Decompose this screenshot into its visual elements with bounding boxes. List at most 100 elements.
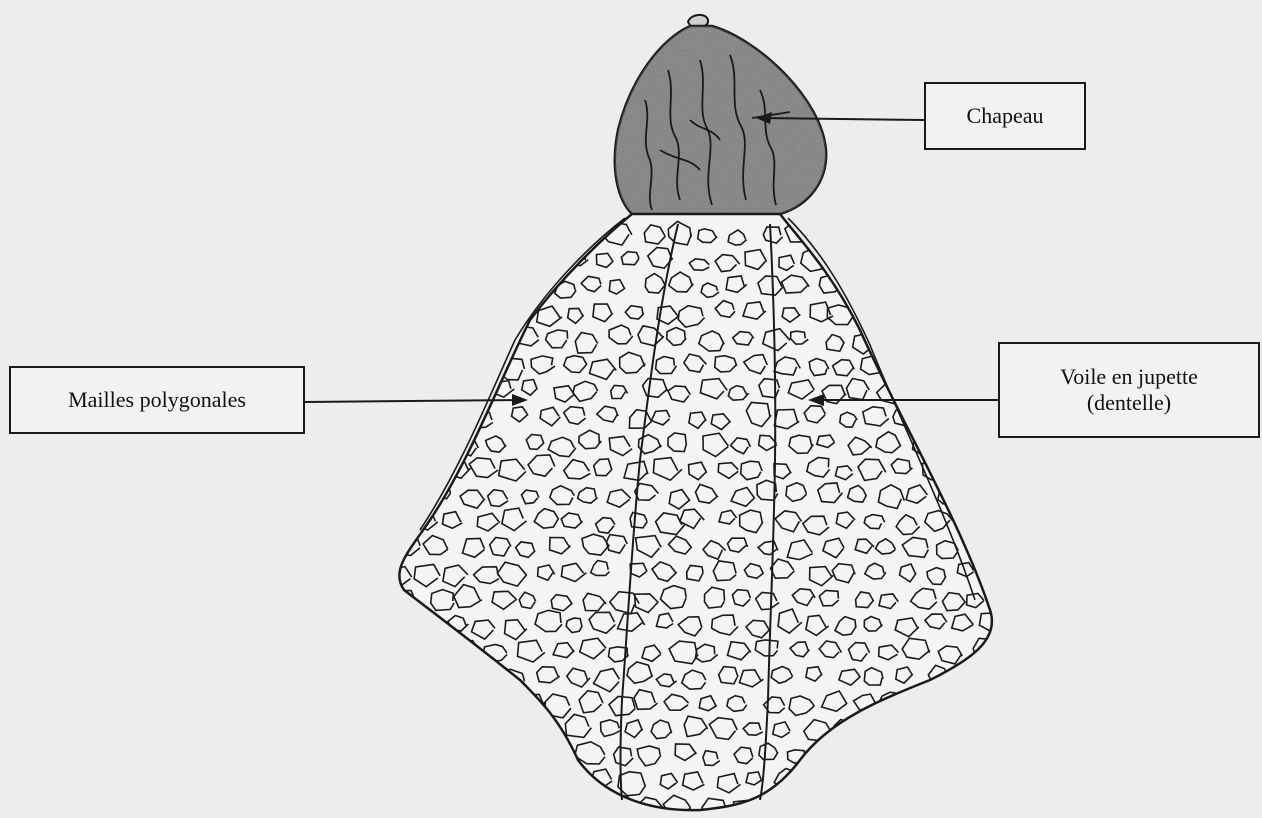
mesh-cell xyxy=(823,743,847,762)
mesh-cell xyxy=(836,769,856,787)
mesh-cell xyxy=(970,697,993,717)
mesh-cell xyxy=(865,720,891,742)
mesh-cell xyxy=(426,329,446,345)
mesh-cell xyxy=(401,796,419,811)
mesh-cell xyxy=(528,771,552,788)
mesh-cell xyxy=(381,411,410,429)
label-chapeau-text: Chapeau xyxy=(967,103,1044,129)
mesh-cell xyxy=(394,332,420,353)
mesh-cell xyxy=(390,670,412,686)
mesh-cell xyxy=(814,794,837,817)
mesh-cell xyxy=(387,460,409,479)
mesh-cell xyxy=(553,796,576,811)
mesh-cell xyxy=(503,775,526,792)
mesh-cell xyxy=(478,302,503,322)
mesh-cell xyxy=(410,720,436,738)
mesh-cell xyxy=(479,672,500,687)
mesh-cell xyxy=(490,227,514,245)
mesh-cell xyxy=(955,462,973,476)
mesh-cell xyxy=(845,282,865,298)
mesh-cell xyxy=(906,227,929,250)
mesh-cell xyxy=(476,360,496,378)
mesh-cell xyxy=(940,332,967,352)
mesh-cell xyxy=(908,746,930,765)
mesh-cell xyxy=(520,275,547,297)
mesh-cell xyxy=(955,301,979,322)
mesh-cell xyxy=(425,698,444,713)
mesh-cell xyxy=(944,382,963,400)
mesh-cell xyxy=(521,225,541,241)
mesh-cell xyxy=(970,485,989,499)
mesh-cell xyxy=(972,435,997,455)
mesh-cell xyxy=(396,275,416,294)
mesh-cell xyxy=(896,777,917,794)
mesh-cell xyxy=(395,435,422,452)
mesh-cell xyxy=(416,253,443,273)
mesh-cell xyxy=(790,797,813,815)
mesh-cell xyxy=(996,744,1021,764)
mesh-cell xyxy=(869,303,886,318)
mesh-cell xyxy=(909,801,930,818)
mesh-cell xyxy=(951,664,972,683)
mesh-cell xyxy=(889,354,917,372)
mesh-cell xyxy=(385,299,412,318)
mesh-cell xyxy=(939,275,964,297)
mesh-cell xyxy=(968,536,989,553)
mesh-cell xyxy=(959,250,980,268)
mesh-cell xyxy=(989,770,1010,788)
mesh-cell xyxy=(956,715,980,734)
mesh-cell xyxy=(578,223,600,241)
label-voile-line1: Voile en jupette xyxy=(1060,364,1198,390)
mesh-cell xyxy=(968,744,991,766)
mesh-cell xyxy=(939,693,958,712)
mesh-cell xyxy=(487,752,507,767)
mesh-cell xyxy=(756,802,778,818)
mesh-cell xyxy=(548,748,568,765)
mesh-cell xyxy=(961,411,980,428)
mesh-cell xyxy=(506,303,524,319)
mesh-cell xyxy=(427,378,453,397)
mesh-cell xyxy=(446,409,473,428)
mesh-cell xyxy=(997,799,1015,817)
mesh-cell xyxy=(940,432,965,452)
mesh-cell xyxy=(1002,537,1026,557)
mesh-cell xyxy=(838,254,857,270)
label-chapeau: Chapeau xyxy=(924,82,1086,150)
mesh-cell xyxy=(461,695,484,714)
mesh-cell xyxy=(383,772,405,788)
mesh-cell xyxy=(432,647,449,660)
mesh-cell xyxy=(442,716,467,737)
mesh-cell xyxy=(416,616,435,632)
mesh-cell xyxy=(475,254,502,278)
mesh-cell xyxy=(388,512,414,534)
mesh-cell xyxy=(984,510,1006,525)
mesh-cell xyxy=(463,382,486,399)
mesh-cell xyxy=(469,774,497,794)
mesh-cell xyxy=(419,668,439,686)
mesh-cell xyxy=(395,743,421,764)
mesh-cell xyxy=(898,309,919,326)
mesh-cell xyxy=(881,224,903,241)
mesh-cell xyxy=(1003,488,1022,503)
mesh-cell xyxy=(416,350,441,374)
mesh-cell xyxy=(388,352,411,372)
mesh-cell xyxy=(953,773,979,794)
mesh-cell xyxy=(1001,278,1028,301)
mesh-cell xyxy=(925,410,946,429)
mesh-cell xyxy=(921,254,945,270)
mesh-cell xyxy=(820,227,843,245)
mesh-cell xyxy=(535,722,558,739)
mesh-cell xyxy=(851,226,868,240)
mesh-cell xyxy=(982,559,1005,579)
mesh-cell xyxy=(428,276,456,298)
mesh-cell xyxy=(911,381,932,398)
label-mailles-text: Mailles polygonales xyxy=(68,387,246,413)
mesh-cell xyxy=(459,744,480,760)
mesh-cell xyxy=(459,799,480,818)
mesh-cell xyxy=(893,721,913,737)
mesh-cell xyxy=(1000,232,1017,246)
mesh-cell xyxy=(919,357,941,374)
mesh-cell xyxy=(461,334,479,348)
mesh-cell xyxy=(429,227,448,240)
mesh-cell xyxy=(386,247,411,271)
